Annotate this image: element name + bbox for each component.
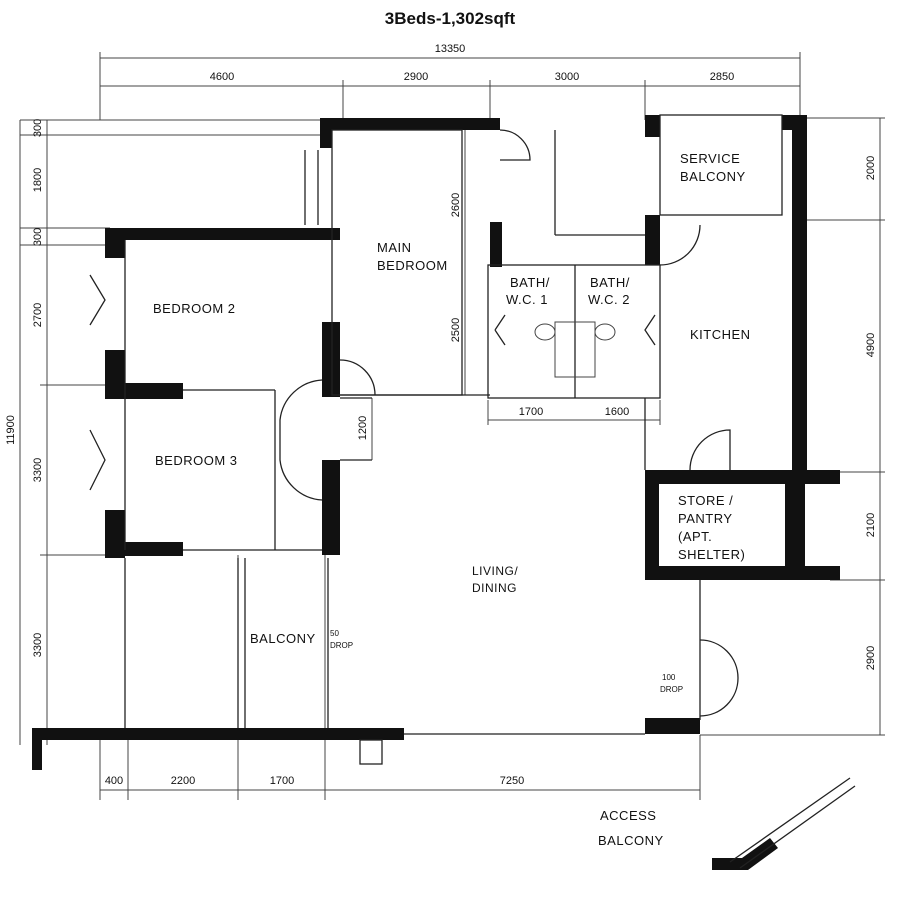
service-balcony-label-2: BALCONY	[680, 169, 746, 184]
dim-top: 2900	[404, 71, 428, 83]
main-bedroom-label-1: MAIN	[377, 240, 412, 255]
bedroom-3-label: BEDROOM 3	[155, 453, 238, 468]
dim-corridor: 1200	[357, 416, 369, 440]
interior-lines	[89, 114, 856, 869]
dim-bottom: 1700	[270, 775, 294, 787]
entry-drop-1: 100	[662, 673, 676, 682]
service-balcony-label-1: SERVICE	[680, 151, 740, 166]
dim-left-total: 11900	[5, 415, 17, 445]
store-label-4: SHELTER)	[678, 547, 745, 562]
dim-bath: 1600	[605, 406, 629, 418]
access-balcony-label-1: ACCESS	[600, 808, 656, 823]
dimension-labels: 13350 4600 2900 3000 2850 11900 300 1800…	[5, 43, 877, 787]
dim-bottom: 400	[105, 775, 123, 787]
dim-top-total: 13350	[435, 43, 466, 55]
main-bedroom-label-2: BEDROOM	[377, 258, 448, 273]
balcony-drop-2: DROP	[330, 641, 353, 650]
dim-right: 4900	[865, 333, 877, 357]
bath-1-label-1: BATH/	[510, 275, 550, 290]
store-label-3: (APT.	[678, 529, 712, 544]
dim-right: 2100	[865, 513, 877, 537]
dim-main-bedroom: 2600	[450, 193, 462, 217]
bath-2-label-1: BATH/	[590, 275, 630, 290]
bath-1-label-2: W.C. 1	[506, 292, 548, 307]
dim-top: 3000	[555, 71, 579, 83]
dim-bath: 1700	[519, 406, 543, 418]
plan-title: 3Beds-1,302sqft	[385, 9, 516, 28]
balcony-label: BALCONY	[250, 631, 316, 646]
dim-bottom: 7250	[500, 775, 524, 787]
dim-left: 300	[32, 119, 44, 137]
dim-top: 2850	[710, 71, 734, 83]
store-label-1: STORE /	[678, 493, 733, 508]
dim-left: 2700	[32, 303, 44, 327]
balcony-drop-1: 50	[330, 629, 339, 638]
room-labels: SERVICE BALCONY MAIN BEDROOM BEDROOM 2 B…	[153, 151, 751, 848]
dim-left: 3300	[32, 458, 44, 482]
living-label-1: LIVING/	[472, 564, 518, 578]
dimension-lines	[19, 52, 885, 800]
entry-drop-2: DROP	[660, 685, 683, 694]
living-label-2: DINING	[472, 581, 517, 595]
bath-2-label-2: W.C. 2	[588, 292, 630, 307]
access-balcony-label-2: BALCONY	[598, 833, 664, 848]
dim-left: 300	[32, 228, 44, 246]
store-label-2: PANTRY	[678, 511, 733, 526]
bedroom-2-label: BEDROOM 2	[153, 301, 236, 316]
dim-main-bedroom: 2500	[450, 318, 462, 342]
dim-left: 3300	[32, 633, 44, 657]
dim-bottom: 2200	[171, 775, 195, 787]
dim-right: 2900	[865, 646, 877, 670]
dim-right: 2000	[865, 156, 877, 180]
dim-left: 1800	[32, 168, 44, 192]
dim-top: 4600	[210, 71, 234, 83]
kitchen-label: KITCHEN	[690, 327, 751, 342]
